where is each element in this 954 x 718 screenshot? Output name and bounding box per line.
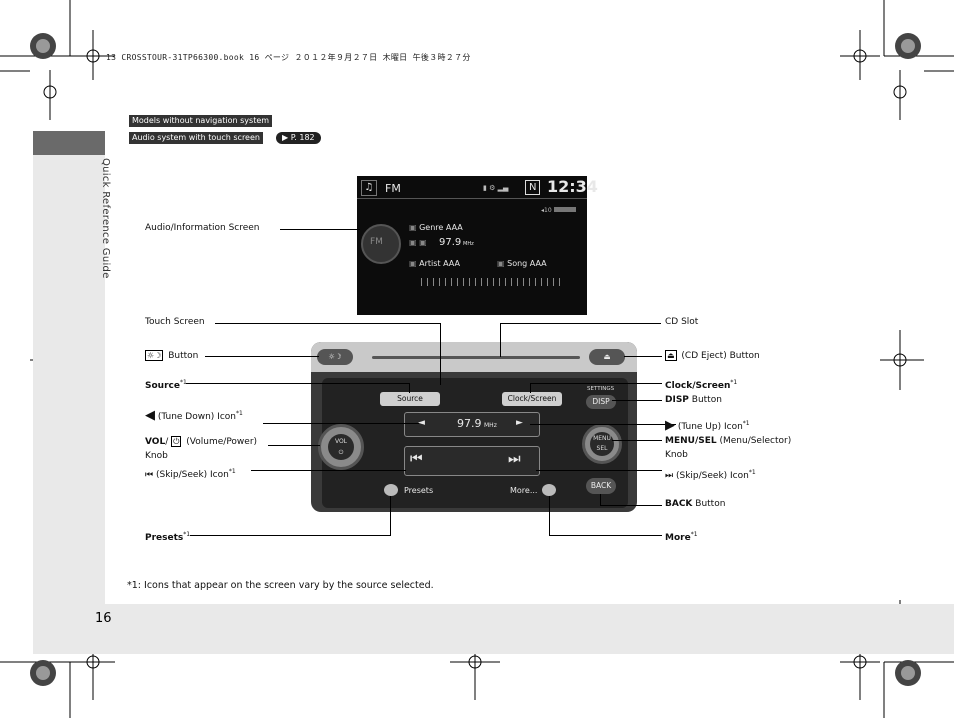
disp-button[interactable]: DISP (586, 395, 616, 409)
label-more: More*1 (665, 531, 698, 543)
label-menu-sel: MENU/SEL (Menu/Selector) (665, 436, 792, 446)
clock-screen-button[interactable]: Clock/Screen (502, 392, 562, 406)
tune-up-icon: ▶ (665, 418, 675, 433)
source-button[interactable]: Source (380, 392, 440, 406)
cd-slot (372, 356, 580, 359)
day-night-icon: ☼☽ (145, 350, 164, 361)
tuning-scale (421, 278, 561, 286)
more-label[interactable]: More... (510, 486, 538, 495)
screen-source: FM (385, 182, 401, 195)
presets-pill-button[interactable] (384, 484, 398, 496)
label-disp: DISP Button (665, 395, 722, 405)
unit-frequency: 97.9 (457, 417, 482, 430)
genre-row: ▣ Genre AAA (409, 223, 463, 232)
label-clock-screen: Clock/Screen*1 (665, 379, 738, 391)
seek-bar (404, 446, 540, 476)
tune-down-icon: ◀ (145, 408, 155, 423)
book-header: 13 CROSSTOUR-31TP66300.book 16 ページ ２０１２年… (106, 53, 471, 62)
artist-row: ▣ Artist AAA (409, 259, 460, 268)
label-presets: Presets*1 (145, 531, 191, 543)
models-tag: Models without navigation system (129, 115, 273, 127)
back-button[interactable]: BACK (586, 478, 616, 494)
fm-logo-icon (361, 224, 401, 264)
vol-knob-center: VOL⏻ (328, 434, 354, 460)
eject-icon: ⏏ (665, 350, 677, 361)
label-day-night-button: ☼☽ Button (145, 350, 199, 361)
label-tune-up: ▶ (Tune Up) Icon*1 (665, 418, 750, 433)
more-pill-button[interactable] (542, 484, 556, 496)
head-unit-face (322, 378, 628, 508)
screen-freq-unit: MHz (463, 241, 474, 247)
page-ref-text: P. 182 (290, 133, 315, 142)
page-ref-link[interactable]: ▶ P. 182 (276, 132, 321, 144)
tune-bar (404, 412, 540, 437)
page-number: 16 (95, 611, 112, 626)
status-icons: ▮ ⚙ ▂▄ (483, 184, 509, 192)
screen-clock: 12:34 (547, 177, 598, 196)
label-vol-knob: Knob (145, 451, 168, 461)
footnote: *1: Icons that appear on the screen vary… (127, 580, 434, 591)
vol-knob[interactable]: VOL⏻ (318, 424, 364, 470)
unit-freq-unit: MHz (484, 422, 497, 429)
label-vol: VOL/ ⏻ (Volume/Power) (145, 436, 258, 447)
label-tune-down: ◀ (Tune Down) Icon*1 (145, 408, 243, 423)
skip-forward-icon[interactable]: ⏭ (508, 451, 521, 467)
band-indicator: N (525, 180, 541, 195)
power-icon: ⏻ (338, 449, 344, 456)
skip-back-icon: ⏮ (145, 470, 154, 480)
sidebar-tab (33, 131, 105, 155)
label-touch-screen: Touch Screen (145, 317, 205, 327)
screen-frequency: 97.9 (439, 237, 462, 248)
tune-up-icon[interactable]: ► (516, 418, 523, 428)
label-skip-seek-right: ⏭ (Skip/Seek) Icon*1 (665, 469, 756, 481)
presets-label[interactable]: Presets (404, 486, 434, 495)
power-icon: ⏻ (171, 436, 182, 447)
footer-band (33, 604, 954, 654)
audio-system-tag: Audio system with touch screen (129, 132, 263, 144)
cd-eject-button[interactable]: ⏏ (589, 349, 625, 365)
label-menu-sel-knob: Knob (665, 450, 688, 460)
settings-text: SETTINGS (587, 386, 615, 392)
sidebar (33, 131, 105, 604)
skip-back-icon[interactable]: ⏮ (410, 451, 423, 467)
label-audio-screen: Audio/Information Screen (145, 223, 260, 233)
day-night-button[interactable]: ☼☽ (317, 349, 353, 365)
label-skip-seek-left: ⏮ (Skip/Seek) Icon*1 (145, 468, 236, 480)
volume-level: ◂10 (541, 207, 576, 214)
music-note-icon: ♫ (361, 180, 377, 196)
freq-icons: ▣ ▣ (409, 238, 427, 247)
tune-down-icon[interactable]: ◄ (418, 418, 425, 428)
label-back: BACK Button (665, 499, 726, 509)
sidebar-title: Quick Reference Guide (100, 158, 111, 279)
label-cd-slot: CD Slot (665, 317, 699, 327)
label-cd-eject: ⏏ (CD Eject) Button (665, 350, 760, 361)
audio-information-screen: ♫ FM ▮ ⚙ ▂▄ N 12:34 ◂10 FM ▣ Genre AAA ▣… (357, 176, 598, 315)
skip-forward-icon: ⏭ (665, 471, 674, 481)
eject-icon: ⏏ (603, 352, 611, 361)
fm-logo-text: FM (370, 237, 383, 247)
label-source: Source*1 (145, 379, 187, 391)
song-row: ▣ Song AAA (497, 259, 547, 268)
day-night-icon: ☼☽ (328, 352, 342, 361)
